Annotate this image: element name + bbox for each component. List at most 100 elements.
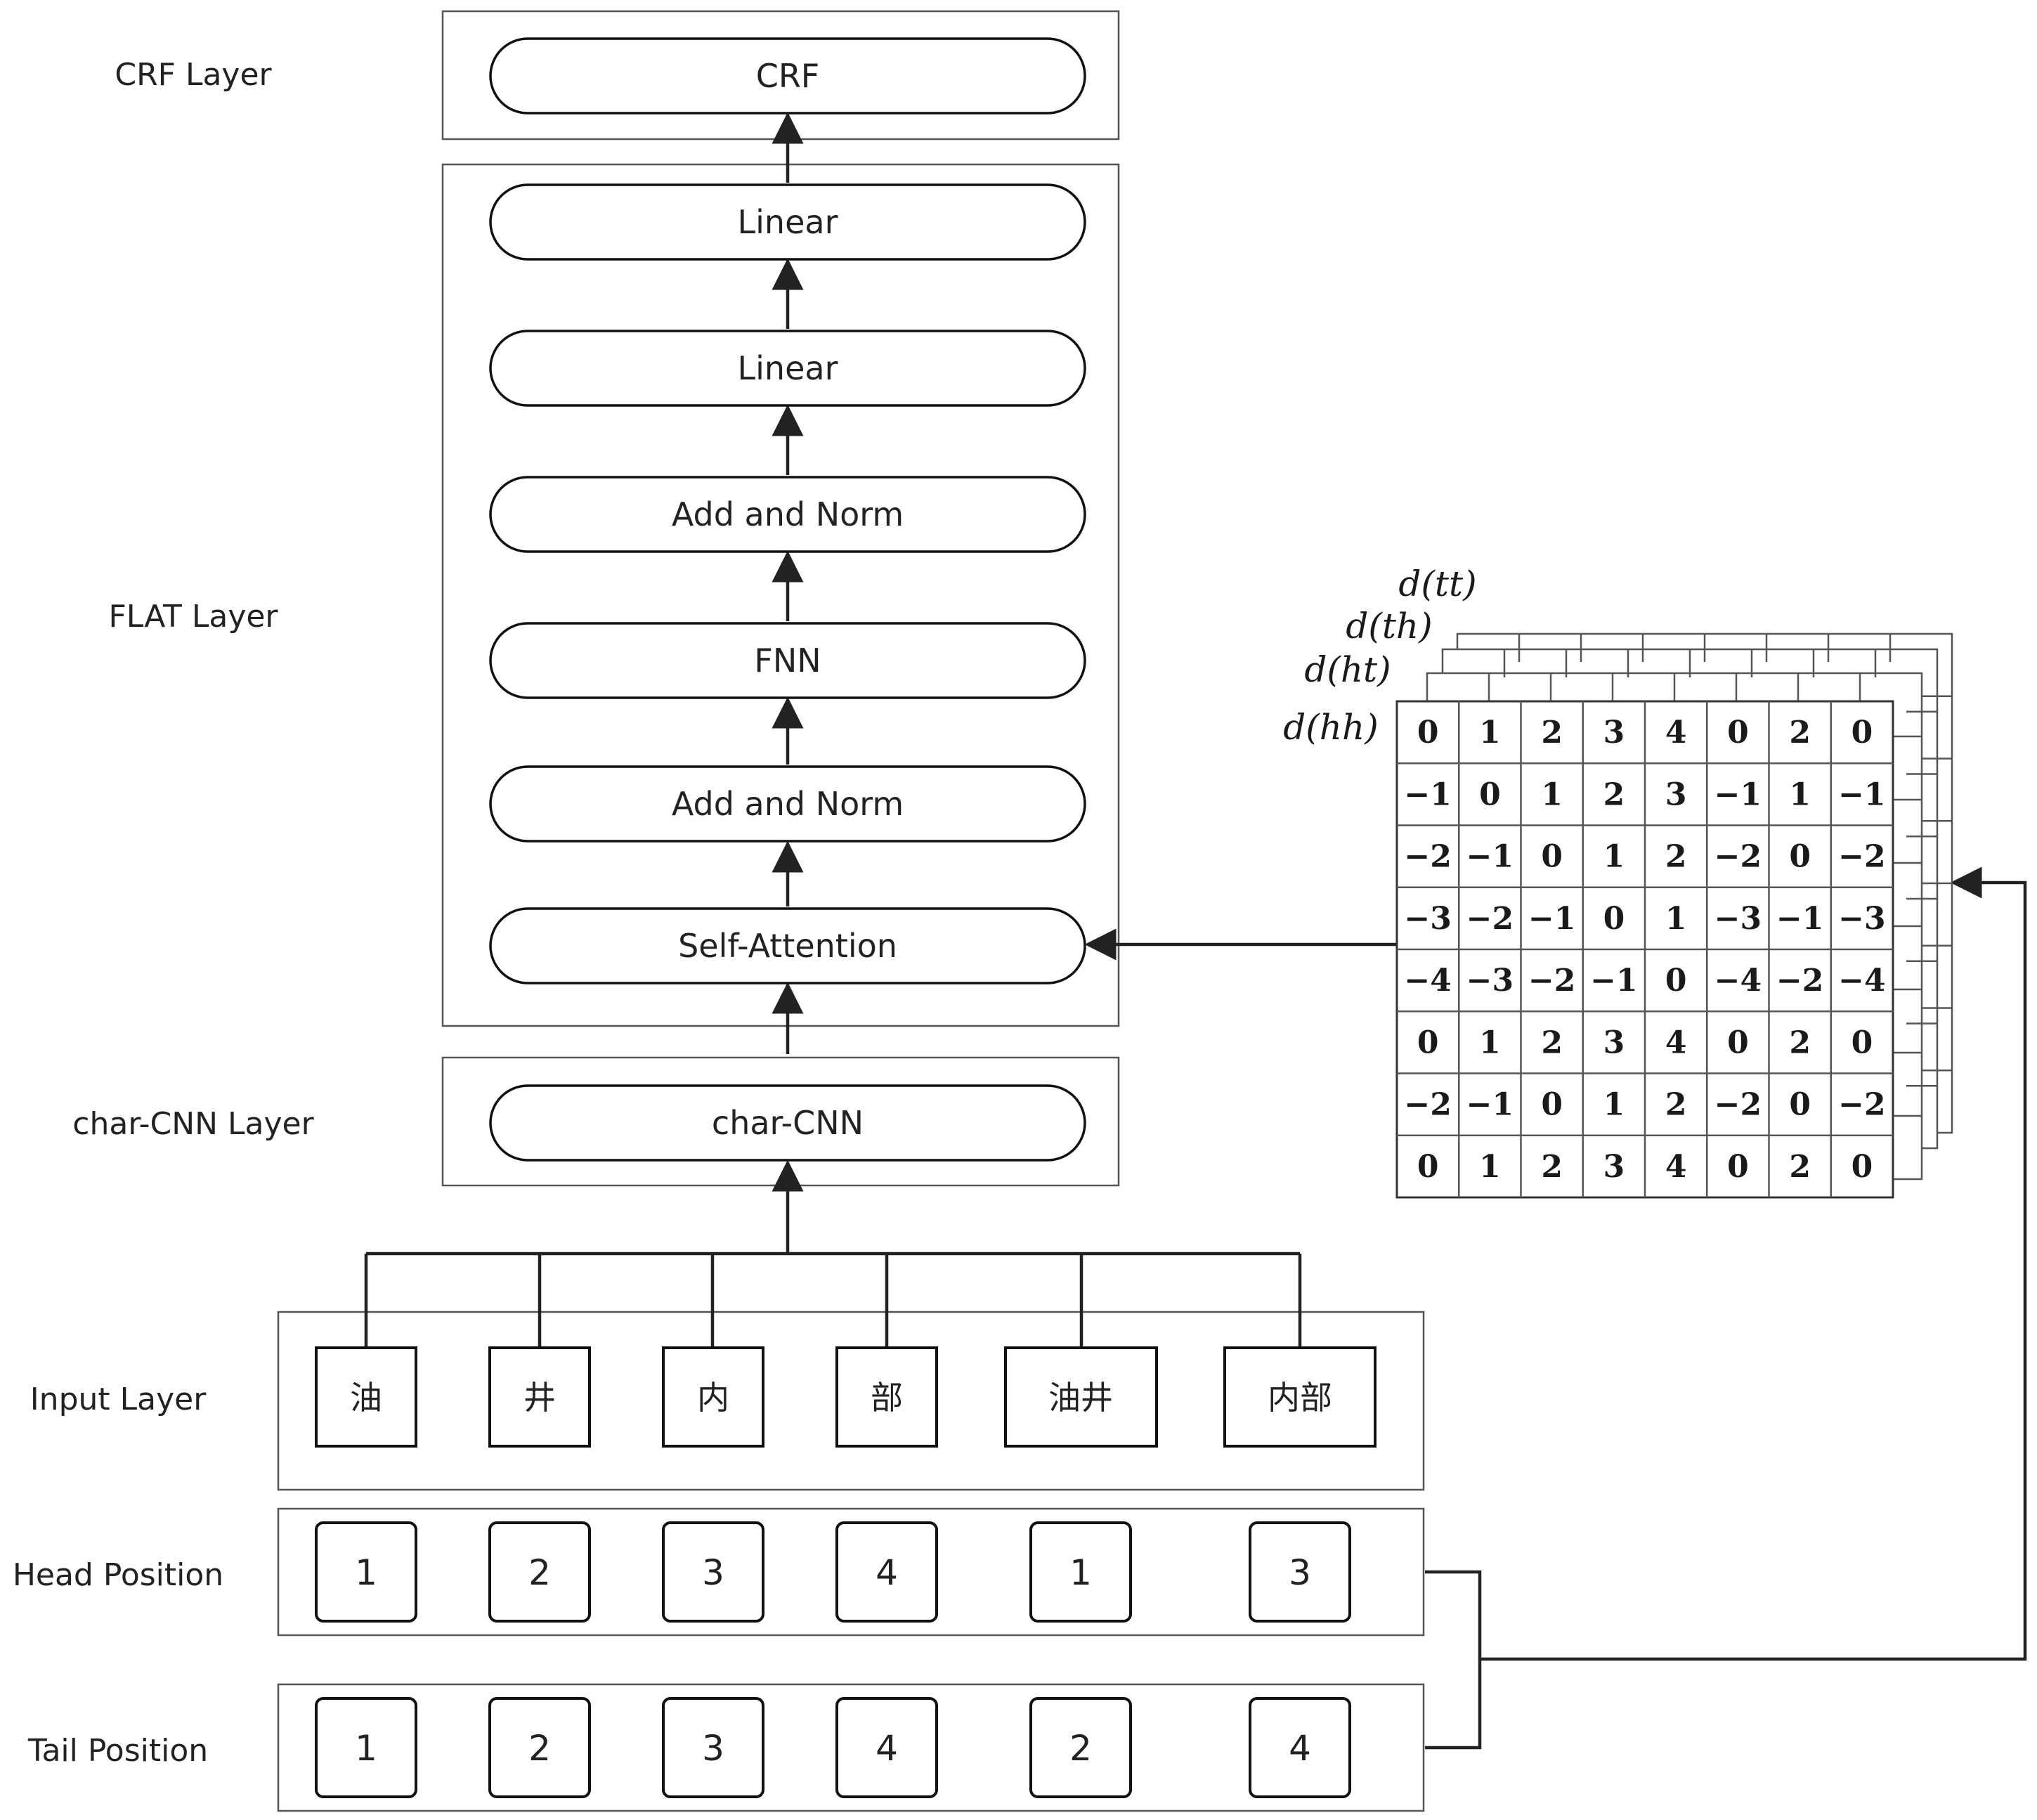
matrix-cell: 0 (1541, 1087, 1563, 1123)
add-and-norm-1-label: Add and Norm (672, 785, 904, 823)
matrix-cell: −1 (1528, 901, 1575, 937)
tail-position-values: 1 2 3 4 2 4 (315, 1697, 1351, 1798)
matrix-cell: 3 (1603, 715, 1625, 750)
matrix-cell: −2 (1776, 963, 1823, 999)
head-position-box (1029, 1521, 1132, 1623)
tail-position-value: 2 (528, 1728, 551, 1769)
charcnn-block-label: char-CNN (712, 1104, 864, 1142)
crf-block (489, 37, 1086, 115)
token-box (488, 1346, 591, 1448)
token-box (1223, 1346, 1377, 1448)
matrix-cell: 1 (1479, 1149, 1501, 1185)
matrix-cell: −4 (1838, 963, 1885, 999)
head-position-box (662, 1521, 764, 1623)
matrix-cell: 1 (1603, 1087, 1625, 1123)
matrix-cell: 0 (1665, 963, 1687, 999)
matrix-cell: 0 (1851, 1149, 1873, 1185)
matrix-cell: −1 (1776, 901, 1823, 937)
matrix-cell: −2 (1838, 1087, 1885, 1123)
matrix-cell: 2 (1541, 1149, 1563, 1185)
self-attention-label: Self-Attention (678, 927, 897, 965)
tail-position-box (1249, 1697, 1351, 1798)
matrix-cell: −2 (1838, 839, 1885, 875)
tail-position-value: 4 (1289, 1728, 1311, 1769)
tail-position-value: 3 (702, 1728, 724, 1769)
matrix-cell: 3 (1603, 1025, 1625, 1060)
matrix-cell: 0 (1789, 1087, 1811, 1123)
linear1-block (489, 330, 1086, 407)
linear2-block (489, 183, 1086, 261)
input-layer-label: Input Layer (30, 1382, 207, 1417)
tail-position-box (488, 1697, 591, 1798)
matrix-cell: −3 (1838, 901, 1885, 937)
crf-layer-label: CRF Layer (115, 57, 272, 93)
head-position-value: 4 (876, 1552, 898, 1593)
matrix-cell: 1 (1541, 776, 1563, 812)
input-bus (364, 1159, 1302, 1347)
head-position-value: 1 (355, 1552, 377, 1593)
input-tokens: 油 井 内 部 油井 内部 (315, 1346, 1377, 1448)
token-box (1004, 1346, 1158, 1448)
matrix-cell: 1 (1665, 901, 1687, 937)
matrix-cell: −1 (1466, 1087, 1514, 1123)
matrix-cell: −1 (1838, 776, 1885, 812)
matrix-cell: 3 (1665, 776, 1687, 812)
flat-layer-frame (441, 163, 1120, 1027)
linear1-block-label: Linear (738, 349, 838, 387)
matrix-cell: 1 (1789, 776, 1811, 812)
matrix-cell: 0 (1851, 1025, 1873, 1060)
tail-position-box (835, 1697, 938, 1798)
matrix-cell: 2 (1541, 1025, 1563, 1060)
fnn-block-label: FNN (754, 642, 821, 680)
matrix-cell: 0 (1417, 1149, 1439, 1185)
matrix-cell: 1 (1479, 715, 1501, 750)
matrix-cell: 0 (1417, 715, 1439, 750)
matrix-cell: 2 (1789, 1149, 1811, 1185)
head-position-box (1249, 1521, 1351, 1623)
tail-position-value: 1 (355, 1728, 377, 1769)
crf-block-label: CRF (756, 57, 820, 95)
tail-position-box (1029, 1697, 1132, 1798)
matrix-cell: 4 (1665, 1025, 1687, 1060)
matrix-label-th: d(th) (1346, 606, 1432, 646)
matrix-cell: 4 (1665, 1149, 1687, 1185)
token-box (315, 1346, 417, 1448)
head-position-box (315, 1521, 417, 1623)
matrix-cell: 0 (1727, 1149, 1749, 1185)
charcnn-layer-label: char-CNN Layer (72, 1106, 314, 1142)
matrix-cell: 0 (1789, 839, 1811, 875)
matrix-cell: −1 (1714, 776, 1762, 812)
matrix-cell: 2 (1665, 839, 1687, 875)
matrix-grid (1397, 701, 1893, 1197)
token-label: 部 (871, 1379, 903, 1417)
matrix-cell: −1 (1404, 776, 1451, 812)
matrix-label-tt: d(tt) (1398, 564, 1476, 604)
add-and-norm-1-block (489, 765, 1086, 843)
matrix-cell: 0 (1727, 715, 1749, 750)
tail-position-box (662, 1697, 764, 1798)
position-to-matrix-connector (1425, 866, 2027, 1750)
matrix-cell: 0 (1479, 776, 1501, 812)
matrix-label-hh: d(hh) (1283, 707, 1378, 748)
matrix-cell: 4 (1665, 715, 1687, 750)
matrix-cell: 2 (1789, 715, 1811, 750)
matrix-cell: −2 (1404, 839, 1451, 875)
matrix-cell: 3 (1603, 1149, 1625, 1185)
matrix-cell: −2 (1528, 963, 1575, 999)
linear2-block-label: Linear (738, 203, 838, 241)
add-and-norm-2-block (489, 476, 1086, 553)
matrix-cell: 2 (1603, 776, 1625, 812)
tail-position-value: 4 (876, 1728, 898, 1769)
tail-position-label: Tail Position (27, 1733, 208, 1769)
matrix-cell: −2 (1714, 839, 1762, 875)
matrix-cell: 1 (1479, 1025, 1501, 1060)
tail-position-value: 2 (1069, 1728, 1092, 1769)
head-position-value: 3 (1289, 1552, 1311, 1593)
matrix-cell: −2 (1404, 1087, 1451, 1123)
token-label: 油井 (1048, 1379, 1113, 1417)
matrix-cell: 2 (1541, 715, 1563, 750)
matrix-cell: −1 (1466, 839, 1514, 875)
matrix-cell: −3 (1466, 963, 1514, 999)
